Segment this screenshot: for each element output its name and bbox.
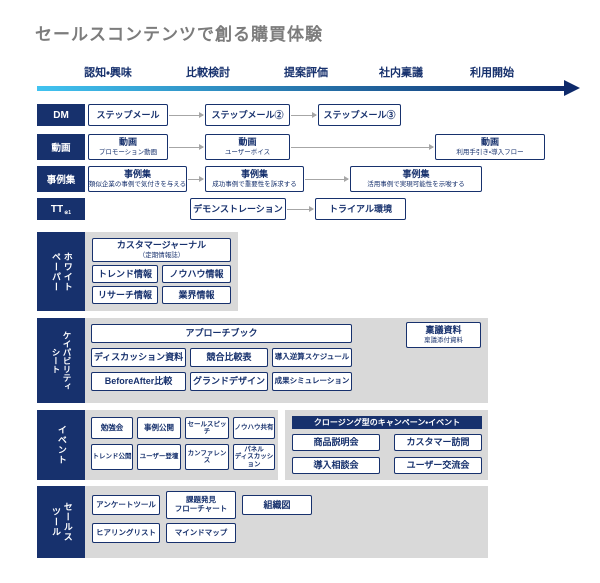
item-trend-release: トレンド公開	[91, 444, 133, 470]
item-user-speaker: ユーザー登壇	[137, 444, 181, 470]
connector-arrow	[287, 206, 314, 212]
item-video-promotion: 動画プロモーション動画	[88, 134, 168, 160]
item-step-mail-2: ステップメール②	[205, 104, 290, 126]
connector-arrow	[291, 112, 317, 118]
item-org-chart: 組織図	[242, 495, 312, 515]
item-mind-map: マインドマップ	[166, 523, 236, 543]
item-case-release: 事例公開	[137, 417, 181, 439]
item-beforeafter: BeforeAfter比較	[91, 372, 186, 391]
item-result-simulation: 成果シミュレーション	[272, 372, 352, 391]
item-user-meetup: ユーザー交流会	[394, 457, 482, 474]
row-label-video: 動画	[37, 134, 85, 160]
item-case-usage: 事例集活用事例で実現可能性を示唆する	[350, 166, 482, 192]
item-issue-flowchart: 課題発見 フローチャート	[166, 491, 236, 519]
item-case-similar: 事例集類似企業の事例で気付きを与える	[88, 166, 187, 192]
item-survey-tool: アンケートツール	[92, 495, 160, 515]
item-intro-consultation: 導入相談会	[292, 457, 380, 474]
item-step-mail-1: ステップメール	[88, 104, 168, 126]
stage-label-start: 利用開始	[470, 67, 514, 79]
timeline-arrowhead-icon	[564, 80, 580, 96]
item-product-briefing: 商品説明会	[292, 434, 380, 451]
connector-arrow	[169, 144, 204, 150]
item-grand-design: グランドデザイン	[190, 372, 268, 391]
item-research-info: リサーチ情報	[92, 286, 158, 304]
item-knowhow-share: ノウハウ共有	[233, 417, 275, 439]
item-video-guide: 動画利用手引き・導入フロー	[435, 134, 545, 160]
section-label-capability: ケイパビリティシート	[37, 318, 85, 403]
item-video-uservoice: 動画ユーザーボイス	[205, 134, 290, 160]
item-trial: トライアル環境	[315, 198, 406, 220]
item-knowhow-info: ノウハウ情報	[162, 265, 231, 283]
item-study-session: 勉強会	[91, 417, 133, 439]
row-label-tt: TT※1	[37, 198, 85, 220]
connector-arrow	[188, 176, 204, 182]
item-conference: カンファレンス	[185, 444, 229, 470]
page-title: セールスコンテンツで創る購買体験	[35, 25, 323, 44]
connector-arrow	[305, 176, 349, 182]
item-approval-document: 稟議資料稟議添付資料	[406, 322, 481, 348]
item-hearing-list: ヒアリングリスト	[92, 523, 160, 543]
item-step-mail-3: ステップメール③	[318, 104, 401, 126]
connector-arrow	[291, 144, 434, 150]
closing-event-header: クロージング型のキャンペーン・イベント	[292, 416, 482, 429]
item-customer-journal: カスタマージャーナル（定期情報誌）	[92, 238, 231, 262]
timeline-arrow-bar	[37, 86, 565, 91]
item-discussion-doc: ディスカッション資料	[91, 348, 186, 367]
item-approach-book: アプローチブック	[91, 324, 352, 343]
stage-label-approval: 社内稟議	[379, 67, 423, 79]
item-sales-pitch: セールスピッチ	[185, 417, 229, 439]
item-case-success: 事例集成功事例で重要性を訴求する	[205, 166, 304, 192]
stage-label-comparison: 比較検討	[186, 67, 230, 79]
stage-label-proposal: 提案評価	[284, 67, 328, 79]
row-label-dm: DM	[37, 104, 85, 126]
item-demonstration: デモンストレーション	[190, 198, 286, 220]
item-reverse-schedule: 導入逆算スケジュール	[272, 348, 352, 367]
section-label-event: イベント	[37, 410, 85, 480]
item-trend-info: トレンド情報	[92, 265, 158, 283]
stage-label-awareness: 認知・興味	[84, 67, 132, 79]
section-label-salestool: セールスツール	[37, 486, 85, 558]
item-industry-info: 業界情報	[162, 286, 231, 304]
item-panel-discussion: パネル ディスカッション	[233, 444, 275, 470]
item-competitor-table: 競合比較表	[190, 348, 268, 367]
connector-arrow	[169, 112, 204, 118]
section-label-whitepaper: ホワイトペーパー	[37, 232, 85, 311]
row-label-casestudy: 事例集	[37, 166, 85, 192]
item-customer-visit: カスタマー訪問	[394, 434, 482, 451]
